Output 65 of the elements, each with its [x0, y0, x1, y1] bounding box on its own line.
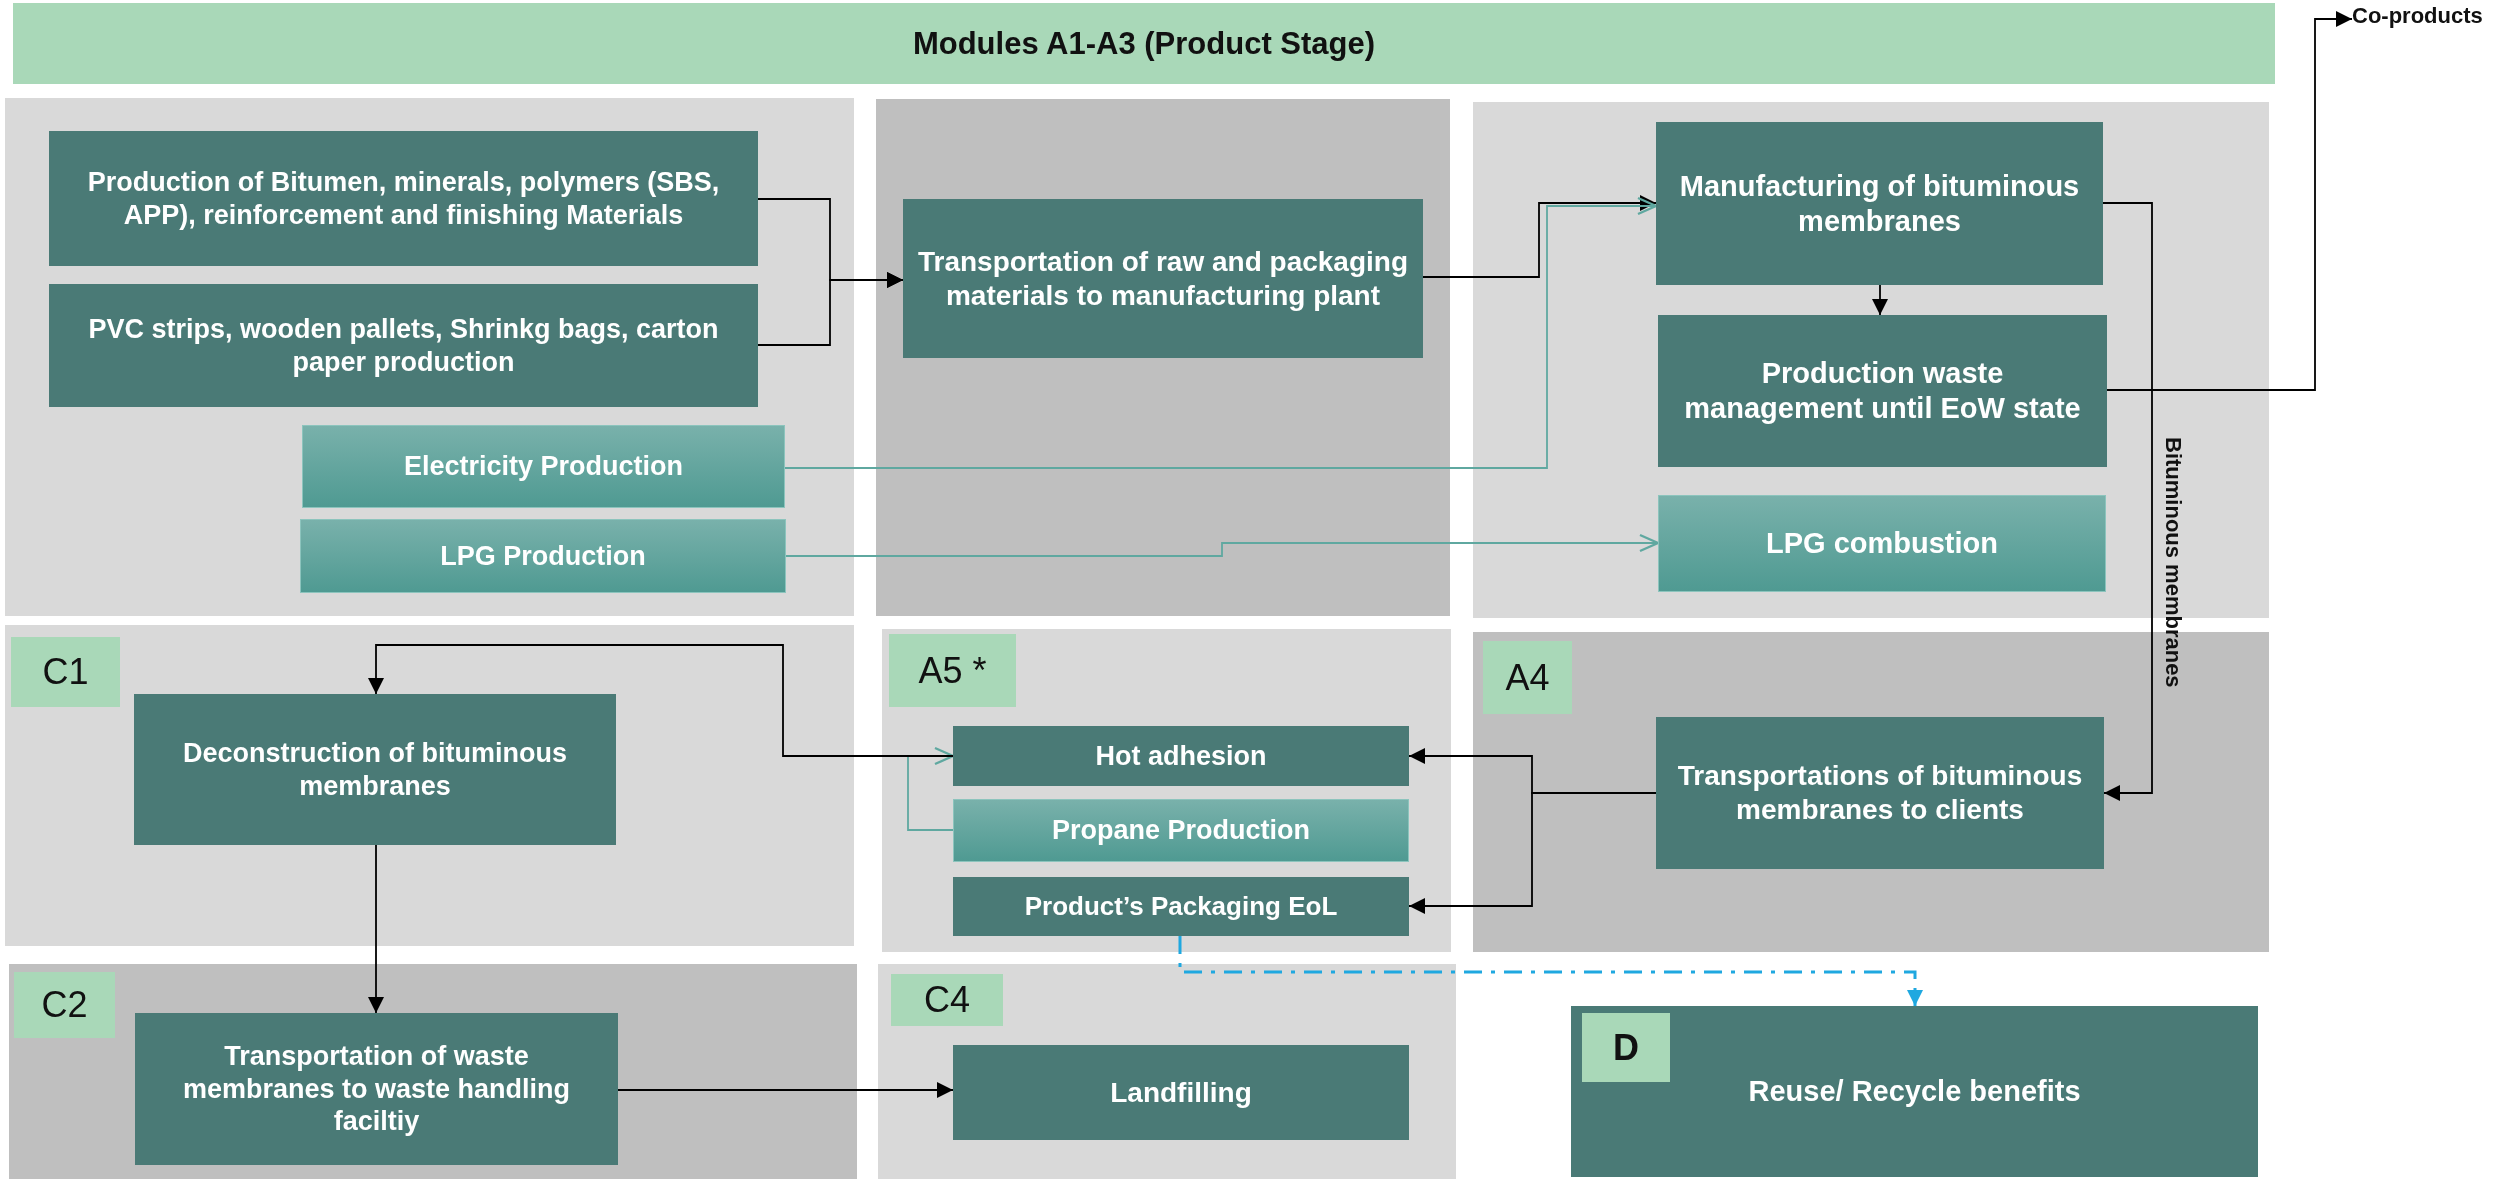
stage-panel	[9, 964, 857, 1179]
title-band	[13, 3, 2275, 84]
process-box	[1571, 1006, 2258, 1177]
stage-panel	[5, 625, 854, 946]
process-label: Reuse/ Recycle benefits	[1748, 1074, 2081, 1109]
process-label: Landfilling	[1110, 1075, 1252, 1110]
energy-label: Electricity Production	[403, 450, 684, 483]
process-label: Transportations of bituminous membranes to clients	[1676, 759, 2084, 827]
process-label: Manufacturing of bituminous membranes	[1678, 168, 2081, 239]
stage-code: A4	[1505, 656, 1550, 699]
process-box	[1656, 717, 2104, 869]
process-label: Product’s Packaging EoL	[1024, 890, 1338, 923]
connector-arrow	[1872, 284, 1888, 316]
stage-code: C1	[42, 651, 89, 693]
connector-arrow	[757, 272, 904, 346]
stage-code: C2	[41, 984, 88, 1026]
energy-label: LPG Production	[440, 539, 646, 573]
stage-code: C4	[924, 979, 970, 1021]
energy-box	[1658, 495, 2106, 592]
process-box	[134, 694, 616, 845]
connector-arrow	[2102, 202, 2153, 801]
connector-arrow	[617, 1082, 954, 1098]
stage-code: D	[1613, 1025, 1639, 1070]
energy-box	[953, 799, 1409, 862]
stage-tag	[889, 634, 1016, 707]
energy-box	[302, 425, 785, 508]
stage-panel	[5, 98, 854, 616]
stage-tag	[1582, 1013, 1670, 1082]
process-box	[1658, 315, 2107, 467]
stage-tag	[891, 974, 1003, 1026]
title-text: Modules A1-A3 (Product Stage)	[912, 25, 1376, 62]
process-box	[953, 877, 1409, 936]
connector-arrow	[368, 644, 954, 757]
stage-panel	[882, 629, 1451, 952]
stage-panel	[876, 99, 1450, 616]
connector-arrow	[1422, 195, 1657, 278]
process-box	[135, 1013, 618, 1165]
energy-box	[300, 519, 786, 593]
stage-tag	[14, 972, 115, 1038]
stage-code: A5 *	[918, 649, 987, 692]
connector-arrow	[785, 533, 1660, 557]
stage-tag	[1483, 641, 1572, 714]
process-label: Transportation of raw and packaging materials to manufacturing plant	[917, 244, 1409, 313]
process-box	[953, 726, 1409, 786]
connector-arrow	[784, 196, 1658, 469]
stage-tag	[11, 637, 120, 707]
process-label: PVC strips, wooden pallets, Shrinkg bags, carton paper production	[87, 313, 720, 378]
process-label: Production waste management until EoW state	[1683, 356, 2082, 426]
process-box	[903, 199, 1423, 358]
edge-label: Bituminous membranes	[2160, 437, 2186, 688]
energy-label: LPG combustion	[1766, 526, 1998, 561]
process-box	[1656, 122, 2103, 285]
process-label: Deconstruction of bituminous membranes	[182, 737, 568, 802]
process-label: Production of Bitumen, minerals, polymers (SBS, APP), reinforcement and finishing Materials	[86, 166, 721, 231]
process-label: Hot adhesion	[1095, 739, 1267, 773]
connector-arrow	[2106, 11, 2353, 391]
output-label: Co-products	[2352, 3, 2512, 35]
connector-arrow	[1178, 936, 1923, 1006]
connector-arrow	[368, 844, 384, 1014]
process-box	[953, 1045, 1409, 1140]
process-box	[49, 131, 758, 266]
process-label: Transportation of waste membranes to waste handling faciltiy	[181, 1040, 572, 1138]
process-box	[49, 284, 758, 407]
stage-panel	[878, 964, 1456, 1179]
energy-label: Propane Production	[1052, 814, 1310, 847]
